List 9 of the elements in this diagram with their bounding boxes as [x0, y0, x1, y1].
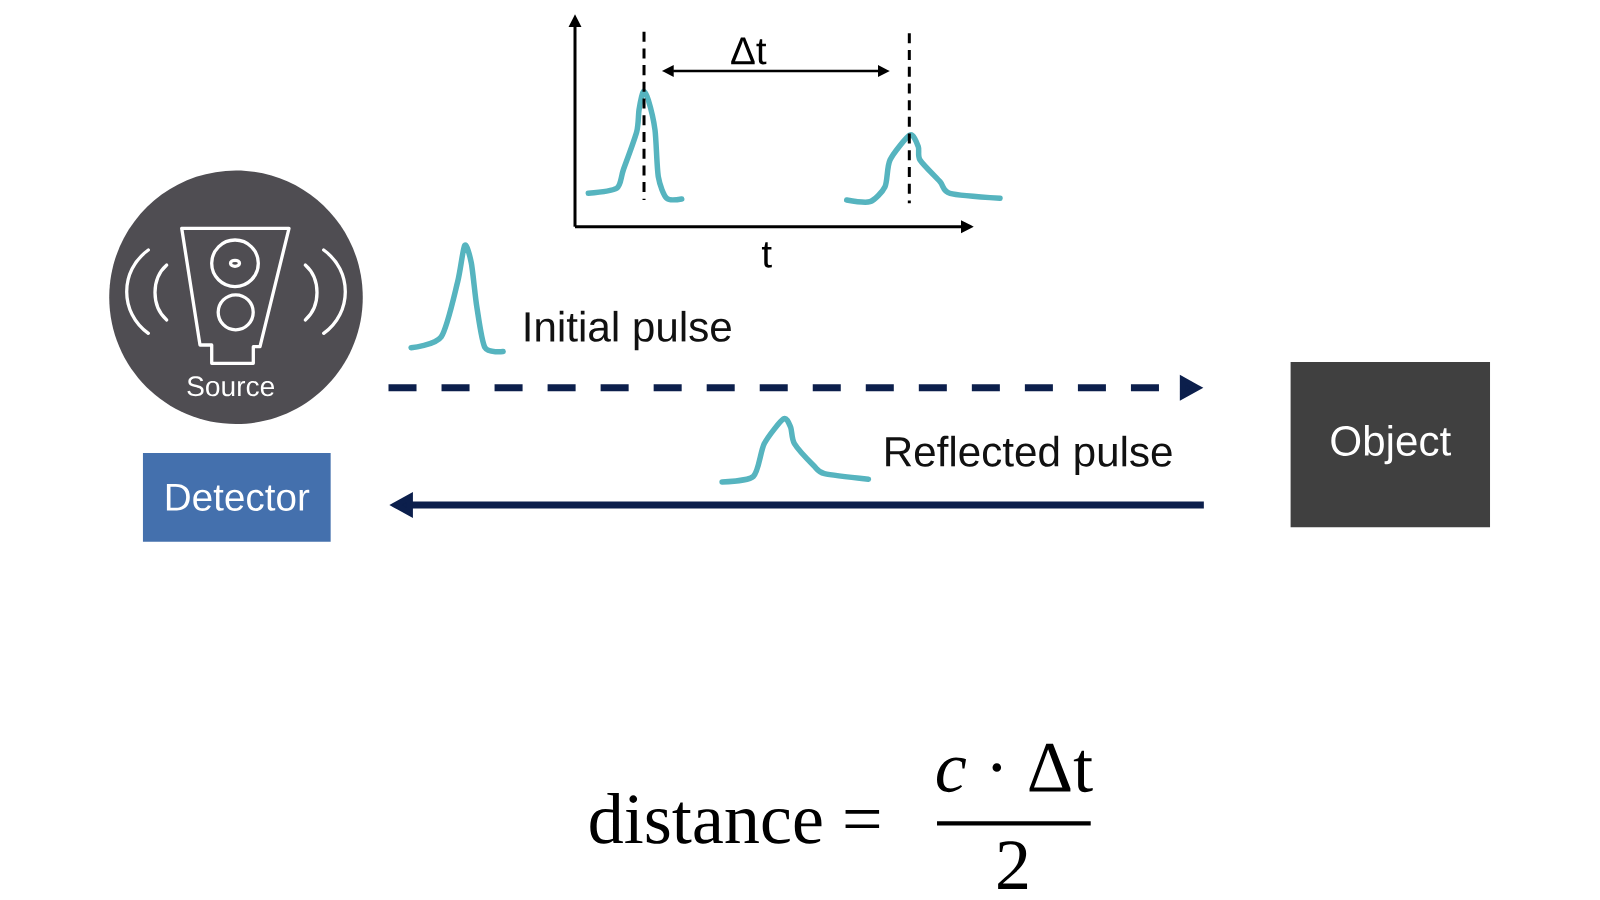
fraction-numerator: c · Δt [937, 743, 1093, 793]
edge-label: Initial pulse [525, 310, 731, 351]
node-box: Object [1290, 361, 1491, 528]
fraction-denominator: 2 [998, 841, 1028, 889]
node-box: Detector [142, 453, 331, 542]
edge-label: Reflected pulse [886, 435, 1172, 476]
axis-label: t [761, 242, 772, 268]
equation-text: distance = [590, 793, 880, 844]
dimension-label: Δt [731, 37, 767, 65]
